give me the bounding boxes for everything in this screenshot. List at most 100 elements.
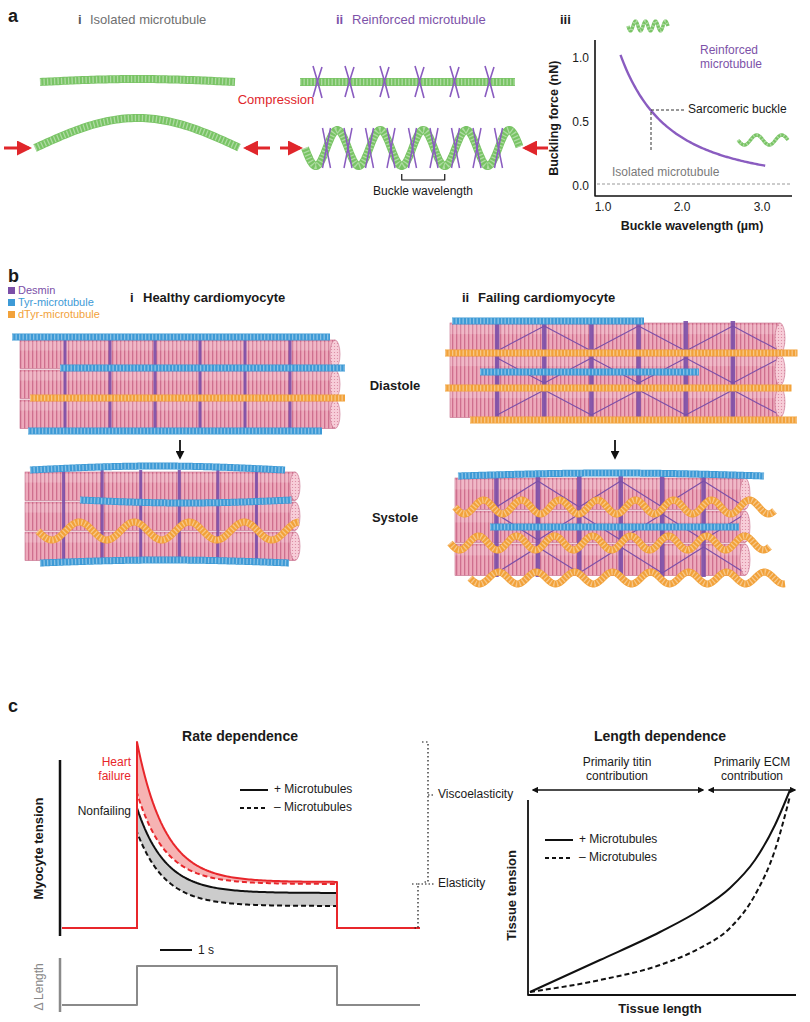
desmin-band — [154, 338, 157, 430]
scale-bar — [160, 949, 192, 951]
microtubule — [738, 135, 788, 145]
tension-curve — [530, 796, 790, 992]
microtubule — [470, 572, 785, 584]
sarcomeric-guide — [651, 110, 684, 150]
desmin-band — [62, 470, 65, 562]
myofibril — [20, 370, 335, 399]
myofibril — [450, 323, 780, 354]
microtubule-striation — [30, 395, 345, 401]
legend-label: – Microtubules — [274, 801, 352, 815]
desmin-crosslink — [639, 326, 686, 351]
microtubule-striation — [30, 466, 285, 470]
myofibril — [20, 340, 335, 369]
legend-line-sample — [240, 807, 268, 809]
phase-arrow — [179, 440, 181, 458]
desmin-band — [255, 470, 258, 562]
tick-label: 3.0 — [754, 201, 771, 215]
reinforcing-fiber — [473, 128, 481, 168]
microtubule-striation — [445, 350, 798, 356]
myofibril-highlight — [25, 474, 295, 483]
tension-trace — [62, 742, 420, 928]
legend-label: Desmin — [18, 284, 55, 297]
myofibril-end — [330, 370, 340, 399]
microtubule — [80, 500, 292, 503]
microtubule — [450, 536, 770, 550]
reinforcing-fiber — [415, 66, 424, 98]
scale-label: 1 s — [198, 944, 214, 958]
microtubule-striation — [470, 572, 785, 584]
microtubule-striation — [40, 79, 235, 82]
microtubule — [628, 21, 668, 31]
microtubule-striation — [60, 365, 345, 371]
microtubule-striation — [738, 135, 788, 145]
length-axis — [59, 958, 62, 1012]
desmin-band — [216, 470, 219, 562]
reinforcing-fiber — [473, 128, 481, 168]
myofibril-highlight — [20, 342, 335, 351]
legend-label: Tyr-microtubule — [18, 296, 94, 309]
bracket-label: Viscoelasticity — [438, 788, 513, 802]
desmin-crosslink — [733, 326, 780, 351]
axis-title: Buckling force (nN) — [548, 60, 562, 175]
microtubule — [458, 473, 764, 476]
microtubule-striation — [470, 417, 797, 423]
desmin-crosslink — [686, 390, 733, 415]
tick-label: 1.0 — [595, 201, 612, 215]
desmin-band — [244, 338, 247, 430]
myofibril — [450, 355, 780, 386]
microtubule — [30, 395, 345, 402]
reinforcing-fiber — [452, 128, 460, 168]
desmin-band — [199, 338, 202, 430]
reinforcing-fiber — [485, 67, 494, 97]
legend-label: – Microtubules — [579, 851, 657, 865]
desmin-crosslink — [591, 326, 638, 351]
myofibril-end — [290, 532, 300, 561]
reinforcing-fiber — [366, 128, 374, 168]
microtubule — [452, 318, 644, 325]
reinforcing-fiber — [380, 66, 389, 98]
legend-line-sample — [545, 839, 573, 841]
chart-title: Length dependence — [594, 728, 726, 744]
range-arrow — [709, 789, 795, 790]
reinforcing-fiber — [495, 128, 503, 168]
myofibril-highlight — [450, 357, 780, 366]
panel-title: Reinforced microtubule — [352, 13, 486, 28]
microtubule-striation — [450, 536, 770, 550]
desmin-band — [178, 470, 181, 562]
legend-line-sample — [545, 857, 573, 859]
reinforcing-fiber — [430, 128, 438, 168]
desmin-crosslink — [497, 390, 544, 415]
desmin-crosslink — [733, 390, 780, 415]
legend-line-sample — [240, 789, 268, 791]
myofibril-end — [740, 544, 750, 576]
desmin-band — [139, 470, 142, 562]
microtubule-striation — [458, 473, 764, 476]
desmin-band — [731, 321, 736, 419]
microtubule-striation — [300, 79, 515, 85]
microtubule-striation — [35, 118, 239, 148]
legend-label: + Microtubules — [274, 783, 352, 797]
desmin-crosslink — [733, 358, 780, 383]
curve-label: Isolated microtubule — [612, 166, 719, 180]
myofibril-highlight — [20, 402, 335, 411]
microtubule-striation — [38, 522, 299, 540]
tension-trace — [62, 832, 420, 928]
panel-a-art — [4, 21, 792, 196]
myofibril-end — [775, 387, 785, 418]
microtubule-striation — [480, 369, 699, 375]
bracket — [428, 794, 434, 795]
myofibril-end — [775, 323, 785, 354]
desmin-crosslink — [544, 326, 591, 351]
panel-title: Isolated microtubule — [90, 13, 206, 28]
microtubule — [35, 118, 239, 148]
reinforcing-fiber — [323, 128, 331, 168]
reinforcing-fiber — [409, 128, 417, 168]
panel-letter: a — [8, 6, 18, 27]
panel-numeral: iii — [560, 13, 571, 28]
microtubule — [30, 466, 285, 470]
reinforcing-fiber — [409, 128, 417, 168]
reinforcing-fiber — [344, 128, 352, 168]
compression-arrow — [525, 147, 548, 150]
axis-title: Δ Length — [33, 963, 47, 1010]
compression-arrow — [246, 147, 270, 150]
